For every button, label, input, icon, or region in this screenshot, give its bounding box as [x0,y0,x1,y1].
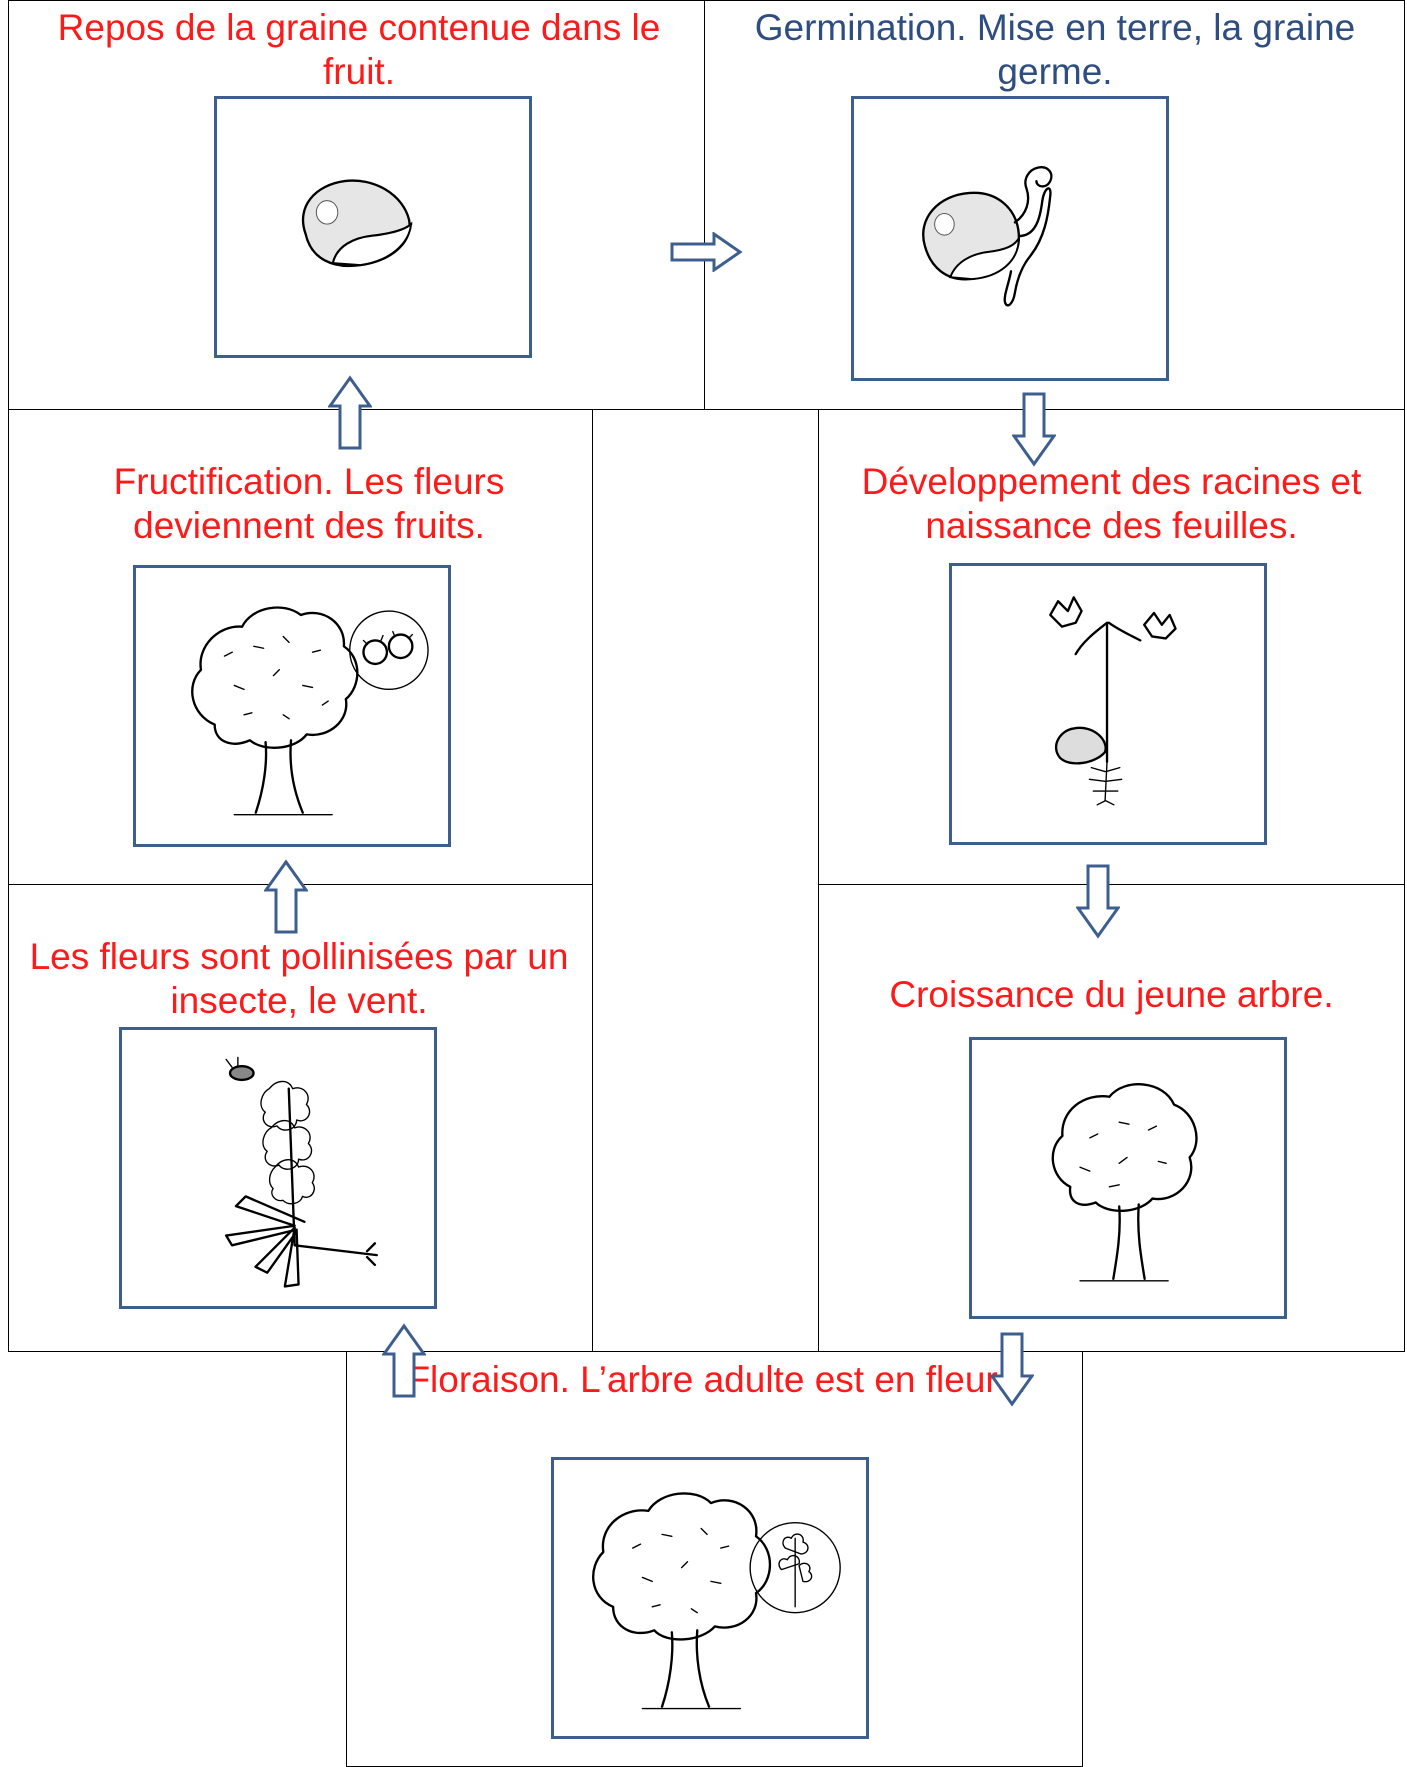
cell-pollinisation: Les fleurs sont pollinisées par un insec… [8,884,593,1352]
image-frame-flower-cluster [119,1027,437,1309]
cell-repos: Repos de la graine contenue dans le frui… [8,0,705,410]
caption-pollinisation: Les fleurs sont pollinisées par un insec… [29,936,569,1021]
arrow-up-icon [382,1323,426,1398]
seedling-icon [1049,596,1177,806]
caption-croissance: Croissance du jeune arbre. [889,974,1334,1015]
image-frame-seedling [949,563,1267,845]
image-frame-tree-with-fruits [133,565,451,847]
image-frame-young-tree [969,1037,1287,1319]
cell-floraison: Floraison. L’arbre adulte est en fleurs. [346,1351,1083,1767]
image-frame-germinating-chestnut [851,96,1169,381]
caption-fructification: Fructification. Les fleurs deviennent de… [113,461,505,546]
flower-cluster-with-bee-icon [224,1056,379,1288]
young-tree-icon [1051,1083,1198,1282]
chestnut-seed-icon [301,179,413,268]
germinating-chestnut-icon [922,166,1053,307]
arrow-up-icon [328,375,372,450]
caption-repos: Repos de la graine contenue dans le frui… [57,7,661,92]
arrow-down-icon [1076,864,1120,939]
cell-developpement: Développement des racines et naissance d… [818,409,1405,885]
tree-with-fruits-icon [191,606,429,816]
arrow-right-icon [670,232,743,272]
arrow-down-icon [990,1332,1034,1407]
image-frame-adult-tree [551,1457,869,1739]
image-frame-chestnut-seed [214,96,532,358]
cell-germination: Germination. Mise en terre, la graine ge… [704,0,1405,410]
caption-germination: Germination. Mise en terre, la graine ge… [754,7,1356,92]
arrow-up-icon [264,859,308,934]
arrow-down-icon [1012,392,1056,467]
caption-floraison: Floraison. L’arbre adulte est en fleurs. [407,1359,1027,1400]
caption-developpement: Développement des racines et naissance d… [861,461,1362,546]
adult-tree-with-flowers-icon [592,1492,841,1710]
cell-fructification: Fructification. Les fleurs deviennent de… [8,409,593,885]
cell-croissance: Croissance du jeune arbre. [818,884,1405,1352]
